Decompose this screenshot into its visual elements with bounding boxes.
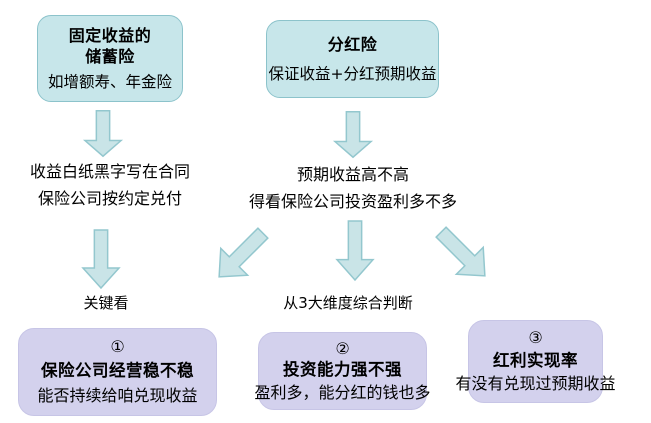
note-dividend: 预期收益高不高 得看保险公司投资盈利多不多 [249, 161, 457, 215]
branch-label-key-point: 关键看 [83, 294, 129, 312]
box-title-line2: 储蓄险 [85, 47, 135, 66]
box-company-stability: ① 保险公司经营稳不稳 能否持续给咱兑现收益 [18, 328, 217, 416]
circled-number-2: ② [335, 338, 350, 358]
box-subtitle: 如增额寿、年金险 [47, 73, 172, 91]
box-title: 保险公司经营稳不稳 [41, 361, 194, 380]
note-line1: 预期收益高不高 [296, 165, 410, 184]
box-subtitle: 盈利多，能分红的钱也多 [254, 382, 431, 402]
box-title: 分红险 [327, 35, 378, 54]
box-subtitle: 能否持续给咱兑现收益 [37, 386, 198, 405]
note-line1: 收益白纸黑字写在合同 [29, 162, 191, 181]
down-arrow-icon [334, 111, 372, 158]
box-title: 固定收益的 储蓄险 [69, 25, 152, 67]
box-fixed-income-savings: 固定收益的 储蓄险 如增额寿、年金险 [37, 15, 183, 102]
box-dividend-insurance: 分红险 保证收益+分红预期收益 [266, 20, 439, 98]
down-arrow-icon [82, 229, 120, 289]
box-subtitle: 保证收益+分红预期收益 [268, 65, 437, 83]
circled-number-1: ① [110, 337, 125, 356]
box-dividend-fulfillment-ratio: ③ 红利实现率 有没有兑现过预期收益 [456, 320, 616, 403]
note-fixed-income: 收益白纸黑字写在合同 保险公司按约定兑付 [30, 158, 190, 212]
circled-number-3: ③ [528, 327, 543, 347]
note-line2: 保险公司按约定兑付 [37, 189, 183, 208]
down-arrow-icon [84, 110, 122, 157]
box-subtitle: 有没有兑现过预期收益 [455, 374, 616, 394]
note-line2: 得看保险公司投资盈利多不多 [248, 192, 458, 211]
box-title: 红利实现率 [493, 350, 578, 370]
diagonal-down-right-arrow-icon [426, 217, 500, 291]
box-title-line1: 固定收益的 [68, 26, 152, 45]
down-arrow-icon [336, 220, 374, 281]
box-investment-ability: ② 投资能力强不强 盈利多，能分红的钱也多 [255, 332, 431, 410]
branch-label-three-dimensions: 从3大维度综合判断 [283, 294, 413, 312]
box-title: 投资能力强不强 [283, 360, 402, 379]
diagonal-down-left-arrow-icon [204, 218, 278, 292]
